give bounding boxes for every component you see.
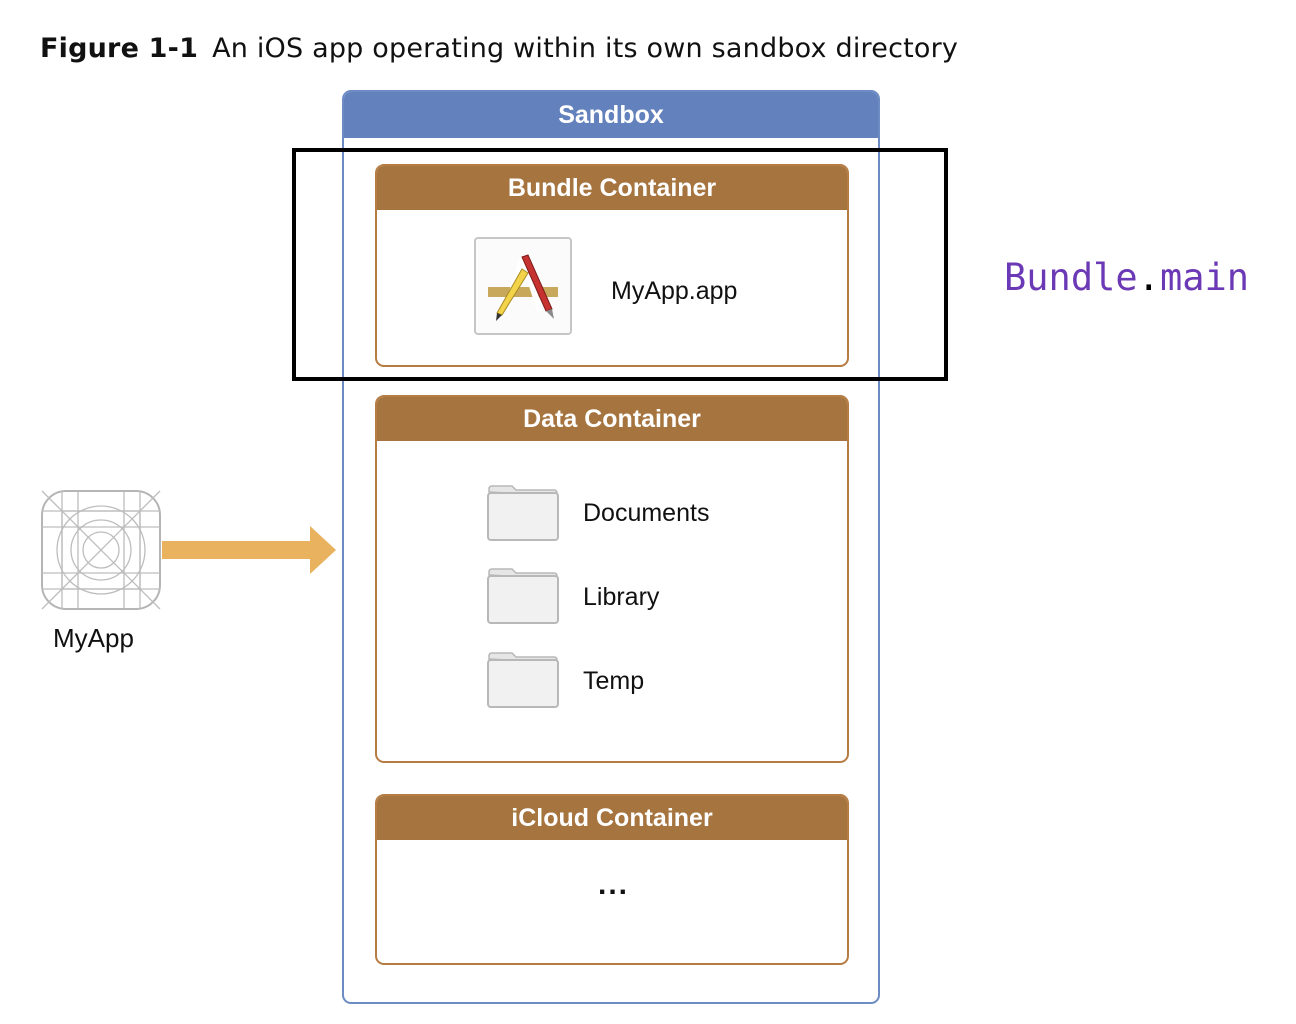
code-member: main [1159, 256, 1250, 299]
figure-label: Figure 1-1 [40, 33, 199, 64]
folder-icon [487, 652, 559, 708]
figure-caption: Figure 1-1 An iOS app operating within it… [40, 33, 958, 64]
folder-label-library: Library [583, 583, 660, 611]
icloud-placeholder: ... [598, 868, 630, 901]
folder-label-temp: Temp [583, 667, 645, 695]
icloud-container-title: iCloud Container [377, 796, 847, 840]
icloud-container: iCloud Container [375, 794, 849, 965]
folder-label-documents: Documents [583, 499, 710, 527]
bundle-container: Bundle Container [375, 164, 849, 367]
xcode-app-icon [474, 237, 572, 335]
app-grid-icon [41, 490, 161, 610]
sandbox-title: Sandbox [344, 92, 878, 138]
bundle-highlight-box [292, 148, 948, 381]
code-dot: . [1137, 256, 1160, 299]
figure-caption-text: An iOS app operating within its own sand… [212, 33, 959, 64]
bundle-app-name: MyApp.app [611, 277, 738, 305]
folder-icon [487, 568, 559, 624]
data-container-title: Data Container [377, 397, 847, 441]
bundle-container-title: Bundle Container [377, 166, 847, 210]
bundle-main-annotation: Bundle.main [1004, 256, 1249, 299]
folder-icon [487, 485, 559, 541]
code-type: Bundle [1004, 256, 1138, 299]
myapp-label: MyApp [53, 623, 134, 653]
arrow-right-icon [162, 526, 336, 574]
data-container: Data Container [375, 395, 849, 763]
